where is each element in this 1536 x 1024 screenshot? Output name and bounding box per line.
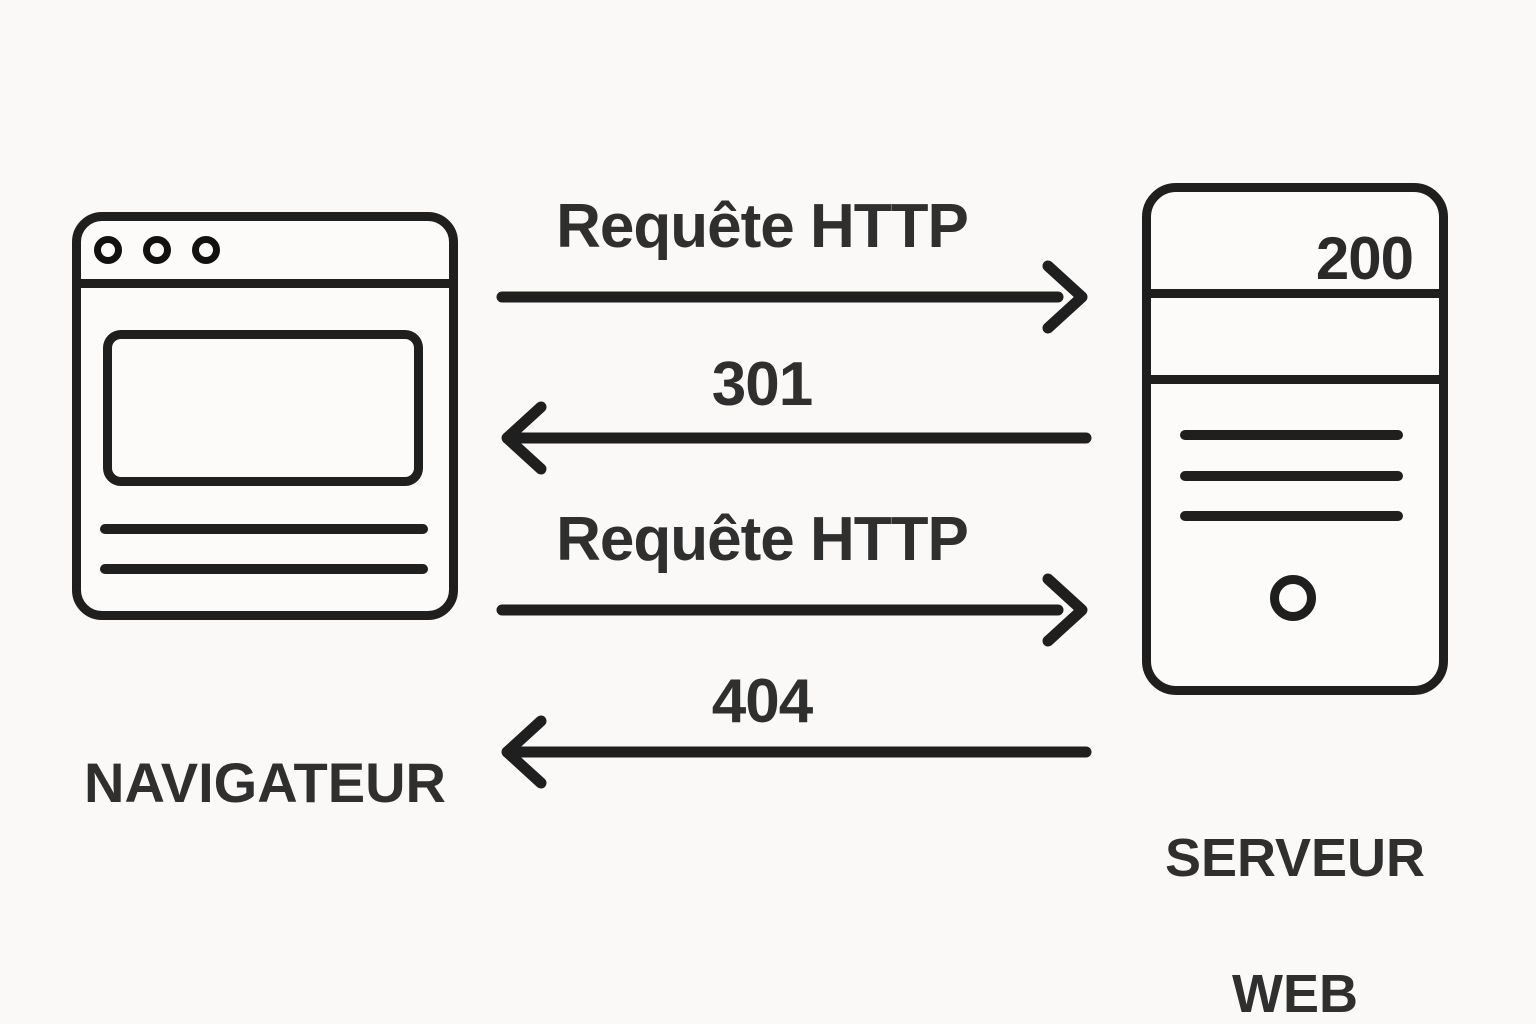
server-drive-bay	[1151, 298, 1439, 384]
message-label-301: 301	[711, 350, 813, 419]
status-code-badge: 200	[1315, 225, 1414, 292]
server-vent-line	[1180, 511, 1403, 521]
request-arrow-2-right-icon	[496, 573, 1088, 647]
server-status-panel: 200	[1151, 192, 1439, 298]
response-404-arrow-left-icon	[501, 715, 1092, 789]
browser-caption: NAVIGATEUR	[84, 751, 446, 814]
browser-text-line	[100, 564, 428, 574]
server-vent-line	[1180, 471, 1403, 481]
message-label-404: 404	[711, 667, 813, 736]
server-front-panel	[1151, 384, 1439, 686]
server-vent-line	[1180, 430, 1403, 440]
server-caption-line1: SERVEUR	[1164, 828, 1426, 888]
browser-window-icon	[72, 212, 458, 620]
browser-text-line	[100, 524, 428, 534]
request-arrow-1-right-icon	[496, 260, 1088, 334]
message-label-request-2: Requête HTTP	[556, 505, 969, 574]
message-label-request-1: Requête HTTP	[556, 192, 969, 261]
window-dot-icon	[192, 236, 220, 264]
server-caption-line2: WEB	[1232, 964, 1358, 1024]
server-icon: 200	[1142, 183, 1448, 695]
window-dot-icon	[143, 236, 171, 264]
server-caption: SERVEUR WEB	[1128, 756, 1462, 1024]
power-button-icon	[1270, 575, 1316, 621]
window-dot-icon	[94, 236, 122, 264]
response-301-arrow-left-icon	[501, 401, 1092, 475]
browser-viewport-box	[103, 330, 423, 486]
browser-titlebar	[81, 221, 449, 288]
